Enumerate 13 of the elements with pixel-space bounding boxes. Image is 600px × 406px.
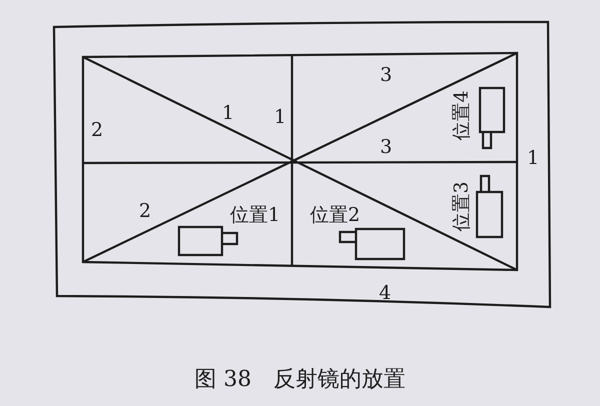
position-label: 位置1	[230, 206, 280, 224]
region-number: 1	[222, 104, 234, 122]
figure-caption: 图 38 反射镜的放置	[194, 369, 406, 391]
region-number: 3	[380, 66, 392, 84]
region-number: 2	[91, 120, 104, 140]
position-label: 位置2	[310, 206, 360, 224]
region-number: 4	[379, 284, 392, 302]
position-label: 位置3	[452, 180, 472, 232]
region-number: 3	[380, 138, 392, 156]
region-number: 1	[274, 108, 286, 126]
region-number: 1	[527, 148, 540, 168]
position-label: 位置4	[452, 90, 472, 140]
region-number: 2	[139, 202, 152, 220]
